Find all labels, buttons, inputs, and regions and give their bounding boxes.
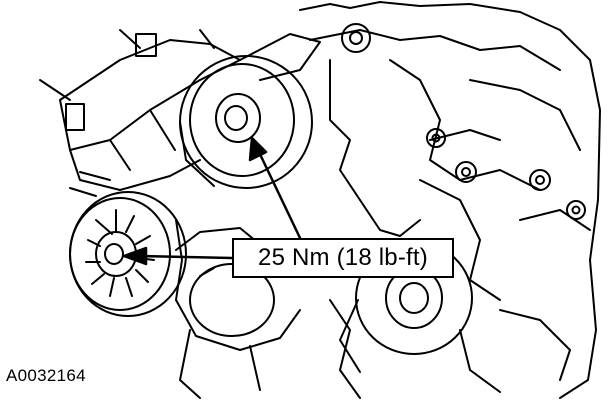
upper-idler-pulley (179, 55, 313, 189)
right-pulley (339, 241, 473, 373)
leader-line-upper (256, 148, 302, 240)
figure-id: A0032164 (6, 366, 86, 385)
leader-arrows (122, 136, 302, 266)
leader-line-lower (138, 254, 234, 260)
torque-callout: 25 Nm (18 lb-ft) (232, 238, 454, 278)
engine-block-outline (299, 1, 601, 399)
arrowhead-lower (122, 246, 148, 266)
grooved-pulley (69, 191, 187, 317)
belt-tensioner (175, 227, 301, 399)
arrowhead-upper (248, 136, 268, 162)
